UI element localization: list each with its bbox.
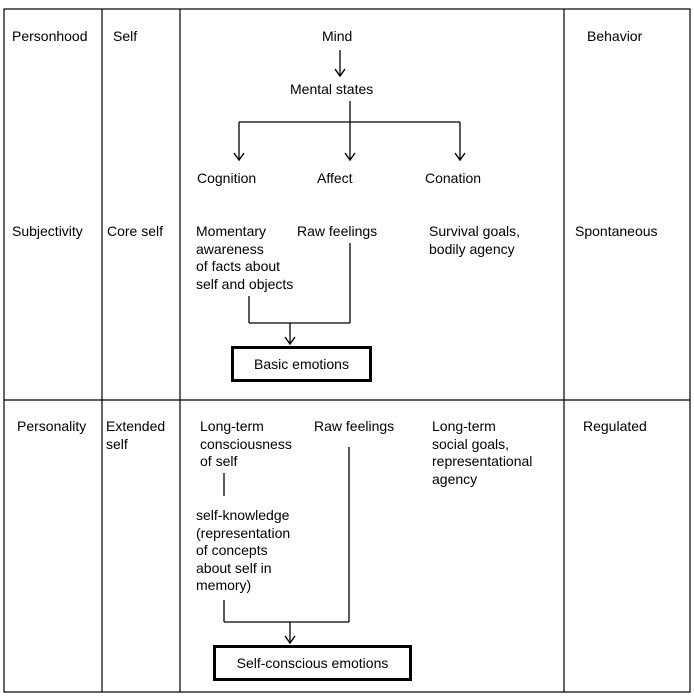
subjectivity-label: Subjectivity bbox=[12, 223, 83, 239]
header-self: Self bbox=[113, 28, 138, 44]
survival-goals-text: Survival goals, bodily agency bbox=[429, 223, 521, 257]
header-mind: Mind bbox=[322, 28, 353, 44]
self-conscious-emotions-box: Self-conscious emotions bbox=[213, 645, 412, 681]
header-personhood: Personhood bbox=[12, 28, 88, 44]
table-grid bbox=[3, 8, 691, 693]
affect-label: Affect bbox=[317, 170, 353, 186]
extended-self-label: Extended self bbox=[106, 418, 166, 452]
cognition-label: Cognition bbox=[197, 170, 257, 186]
conation-label: Conation bbox=[425, 170, 482, 186]
mental-states-label: Mental states bbox=[290, 81, 374, 97]
self-knowledge-text: self-knowledge (representation of concep… bbox=[196, 507, 291, 593]
regulated-label: Regulated bbox=[583, 418, 647, 434]
core-self-label: Core self bbox=[107, 223, 164, 239]
momentary-awareness-text: Momentary awareness of facts about self … bbox=[196, 223, 294, 292]
self-conscious-emotions-connector bbox=[223, 447, 350, 645]
raw-feelings-extended-text: Raw feelings bbox=[314, 418, 395, 434]
long-term-social-goals-text: Long-term social goals, representational… bbox=[432, 418, 533, 487]
basic-emotions-connector bbox=[248, 243, 351, 346]
raw-feelings-core-text: Raw feelings bbox=[297, 223, 378, 239]
basic-emotions-box: Basic emotions bbox=[231, 346, 372, 382]
header-behavior: Behavior bbox=[587, 28, 643, 44]
spontaneous-label: Spontaneous bbox=[575, 223, 658, 239]
long-term-consciousness-text: Long-term consciousness of self bbox=[200, 418, 292, 469]
personality-label: Personality bbox=[17, 418, 87, 434]
